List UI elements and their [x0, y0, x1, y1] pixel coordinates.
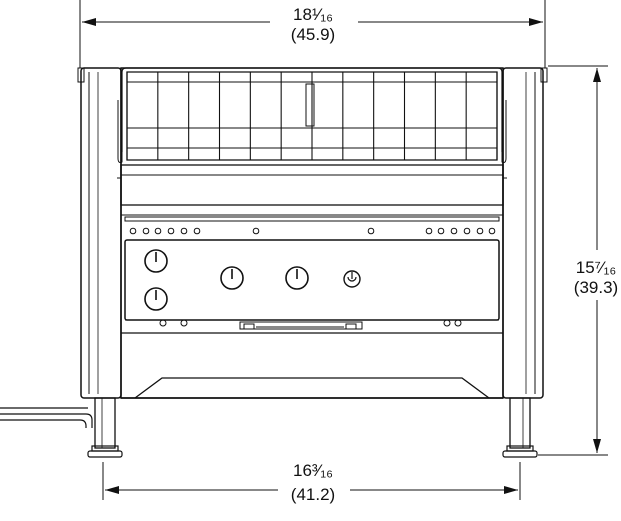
crumb-tray: [121, 332, 503, 399]
top-width-dimension: 18¹⁄₁₆ (45.9): [79, 0, 546, 68]
power-cord: [0, 407, 93, 428]
indicator-hole: [463, 227, 471, 235]
control-knob-bottom-left[interactable]: [144, 287, 168, 311]
bottom-width-imperial: 16³⁄₁₆: [293, 461, 333, 480]
conveyor-basket: [117, 67, 507, 163]
indicator-hole: [437, 227, 445, 235]
indicator-hole: [488, 227, 496, 235]
indicator-hole: [450, 227, 458, 235]
bottom-width-dimension: 16³⁄₁₆ (41.2): [102, 461, 521, 504]
height-imperial: 15⁷⁄₁₆: [576, 258, 617, 277]
control-knob-top-left[interactable]: [144, 249, 168, 273]
indicator-hole: [129, 227, 137, 235]
left-side-panel: [80, 67, 122, 399]
left-leg: [87, 397, 123, 458]
right-height-dimension: 15⁷⁄₁₆ (39.3): [538, 65, 618, 456]
control-knob-center-right[interactable]: [285, 266, 309, 290]
top-width-metric: (45.9): [291, 25, 335, 44]
right-side-panel: [502, 67, 544, 399]
upper-housing: [117, 164, 507, 222]
indicator-hole: [142, 227, 150, 235]
indicator-hole: [252, 227, 260, 235]
indicator-hole: [154, 227, 162, 235]
height-metric: (39.3): [574, 278, 618, 297]
indicator-hole: [180, 227, 188, 235]
control-knob-center-left[interactable]: [220, 266, 244, 290]
bottom-width-metric: (41.2): [291, 485, 335, 504]
indicator-hole: [476, 227, 484, 235]
indicator-hole: [167, 227, 175, 235]
indicator-hole: [193, 227, 201, 235]
right-leg: [502, 397, 538, 458]
power-icon[interactable]: [343, 270, 361, 288]
indicator-hole: [425, 227, 433, 235]
top-width-imperial: 18¹⁄₁₆: [293, 5, 333, 24]
indicator-holes-row: [129, 227, 496, 235]
indicator-hole: [367, 227, 375, 235]
lower-trim: [159, 319, 462, 330]
control-panel: [124, 239, 500, 321]
